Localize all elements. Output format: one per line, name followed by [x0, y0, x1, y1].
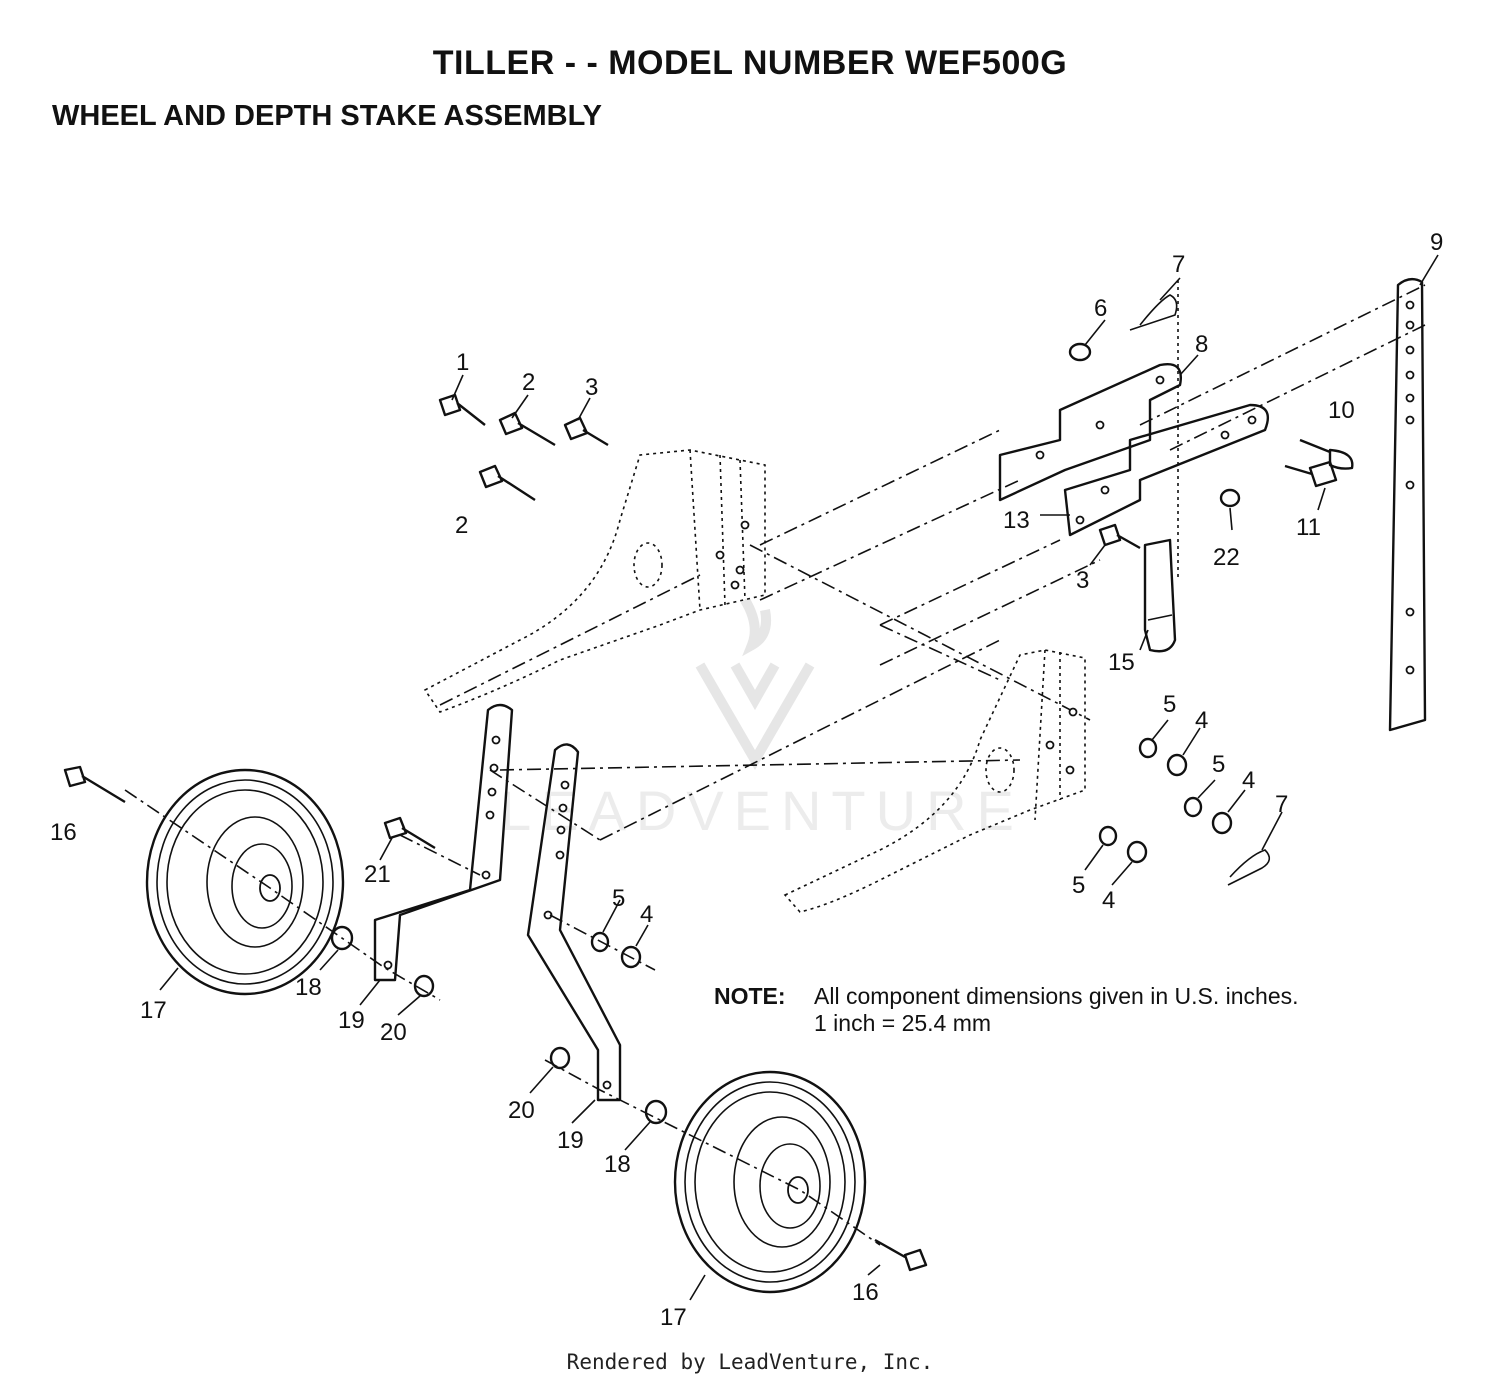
callout-11: 11 — [1296, 514, 1321, 541]
callout-15: 15 — [1108, 649, 1135, 676]
depth-stake-bracket-13 — [1063, 403, 1270, 537]
wheel-bracket-right — [526, 743, 622, 1102]
callout-9: 9 — [1430, 229, 1443, 256]
leader-lines — [159, 254, 1439, 1301]
footer-credit: Rendered by LeadVenture, Inc. — [566, 1350, 934, 1374]
callout-6: 6 — [1094, 295, 1107, 322]
callout-19: 19 — [557, 1127, 584, 1154]
note-label: NOTE: — [714, 983, 786, 1009]
depth-stake — [1388, 277, 1427, 732]
hardware — [330, 294, 1271, 1125]
callout-16: 16 — [852, 1279, 879, 1306]
wheel-right — [673, 1070, 867, 1294]
callout-7: 7 — [1275, 791, 1288, 818]
callout-10: 10 — [1328, 397, 1355, 424]
callout-19: 19 — [338, 1007, 365, 1034]
callout-5: 5 — [1163, 691, 1176, 718]
dimension-note: NOTE: All component dimensions given in U… — [714, 983, 1299, 1037]
note-line-2: 1 inch = 25.4 mm — [814, 1010, 992, 1036]
callout-2: 2 — [455, 512, 468, 539]
callout-4: 4 — [1195, 707, 1208, 734]
callout-18: 18 — [295, 974, 322, 1001]
callout-labels: 1 2 3 2 6 7 8 9 10 11 13 3 22 15 5 4 5 4… — [50, 229, 1443, 1331]
watermark-logo — [695, 597, 815, 770]
callout-3: 3 — [1076, 567, 1089, 594]
left-frame-bracket — [423, 449, 766, 713]
callout-5: 5 — [1072, 872, 1085, 899]
callout-4: 4 — [640, 901, 653, 928]
callout-2: 2 — [522, 369, 535, 396]
page-title: TILLER - - MODEL NUMBER WEF500G — [432, 44, 1068, 82]
callout-22: 22 — [1213, 544, 1240, 571]
callout-4: 4 — [1102, 887, 1115, 914]
section-title: WHEEL AND DEPTH STAKE ASSEMBLY — [52, 100, 602, 132]
assembly-lines — [439, 280, 1426, 841]
right-frame-bracket — [783, 649, 1086, 913]
callout-20: 20 — [380, 1019, 407, 1046]
callout-4: 4 — [1242, 767, 1255, 794]
callout-18: 18 — [604, 1151, 631, 1178]
callout-13: 13 — [1003, 507, 1030, 534]
watermark-text: LEADVENTURE — [500, 779, 1024, 842]
callout-3: 3 — [585, 374, 598, 401]
callout-1: 1 — [456, 349, 469, 376]
depth-stake-latch — [1143, 538, 1177, 653]
callout-17: 17 — [140, 997, 167, 1024]
callout-16: 16 — [50, 819, 77, 846]
callout-8: 8 — [1195, 331, 1208, 358]
callout-20: 20 — [508, 1097, 535, 1124]
bolts — [63, 393, 1354, 1272]
wheel-bracket-left — [373, 703, 514, 982]
note-line-1: All component dimensions given in U.S. i… — [814, 983, 1299, 1009]
wheel-axle-lines — [124, 769, 881, 1246]
depth-stake-bracket-8 — [998, 363, 1182, 502]
callout-7: 7 — [1172, 251, 1185, 278]
callout-21: 21 — [364, 861, 391, 888]
callout-17: 17 — [660, 1304, 687, 1331]
callout-5: 5 — [1212, 751, 1225, 778]
wheel-left — [145, 768, 345, 996]
callout-5: 5 — [612, 885, 625, 912]
